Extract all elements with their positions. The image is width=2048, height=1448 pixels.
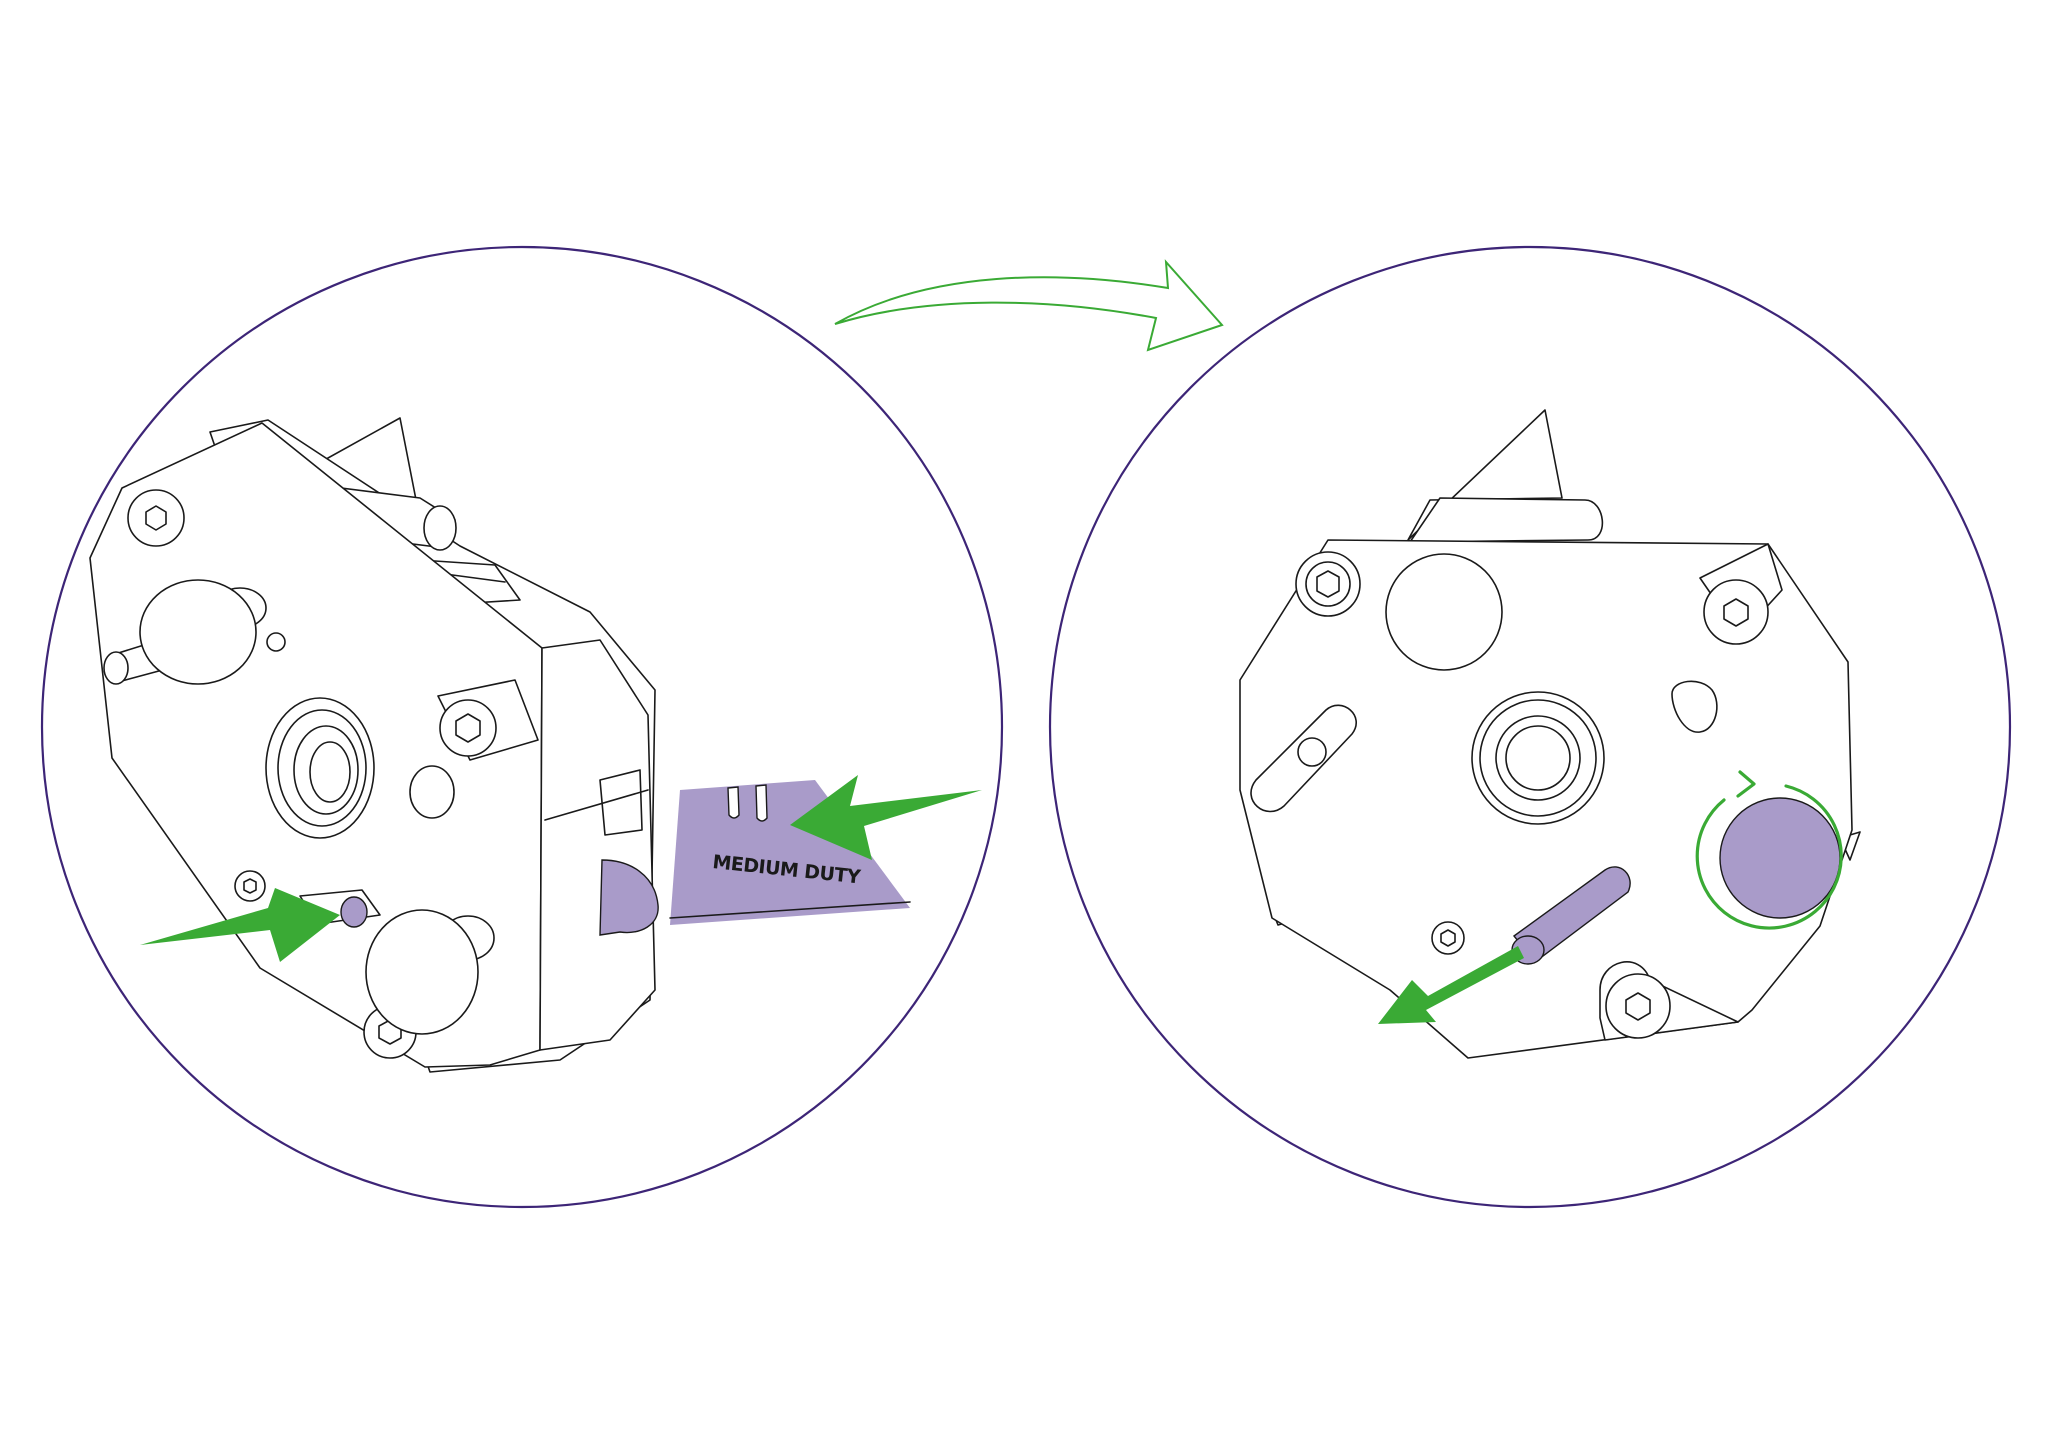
oval-hole bbox=[409, 765, 455, 819]
lever-highlight bbox=[599, 859, 659, 936]
screw-small-left bbox=[234, 870, 266, 902]
bearing-r bbox=[1471, 691, 1605, 825]
knob-r bbox=[1385, 553, 1503, 671]
transition-arrow bbox=[834, 259, 1224, 352]
roller-end bbox=[423, 505, 457, 551]
pin-highlight bbox=[340, 896, 368, 928]
rear-fin bbox=[1407, 409, 1563, 541]
screw-right bbox=[437, 679, 539, 761]
knob-lower bbox=[365, 909, 495, 1035]
bearing bbox=[265, 697, 375, 839]
diagonal-slot-r bbox=[1250, 704, 1357, 813]
blade-notch-1 bbox=[727, 786, 740, 819]
knob-upper bbox=[103, 579, 286, 685]
screw-top-right-r bbox=[1699, 543, 1783, 645]
screw-bottom-r bbox=[1599, 961, 1739, 1041]
rotate-arrow bbox=[1695, 784, 1843, 930]
rotate-arrow-head bbox=[1736, 770, 1756, 798]
blade: MEDIUM DUTY bbox=[669, 780, 911, 925]
blade-notch-2 bbox=[755, 784, 768, 822]
screw-top-left bbox=[127, 489, 185, 547]
arrow-to-blade bbox=[790, 775, 982, 860]
screw-top-left-r bbox=[1295, 551, 1361, 617]
arrow-from-rod bbox=[1378, 946, 1524, 1024]
rear-roller bbox=[1409, 497, 1604, 543]
arrow-to-pin bbox=[140, 888, 340, 962]
front-plate-side bbox=[539, 639, 656, 1051]
left-detail-view: MEDIUM DUTY bbox=[40, 245, 1004, 1209]
disc-highlight bbox=[1719, 797, 1841, 919]
right-detail-view bbox=[1048, 245, 2012, 1209]
small-slot-r bbox=[1671, 680, 1718, 733]
screw-small-r bbox=[1431, 921, 1465, 955]
